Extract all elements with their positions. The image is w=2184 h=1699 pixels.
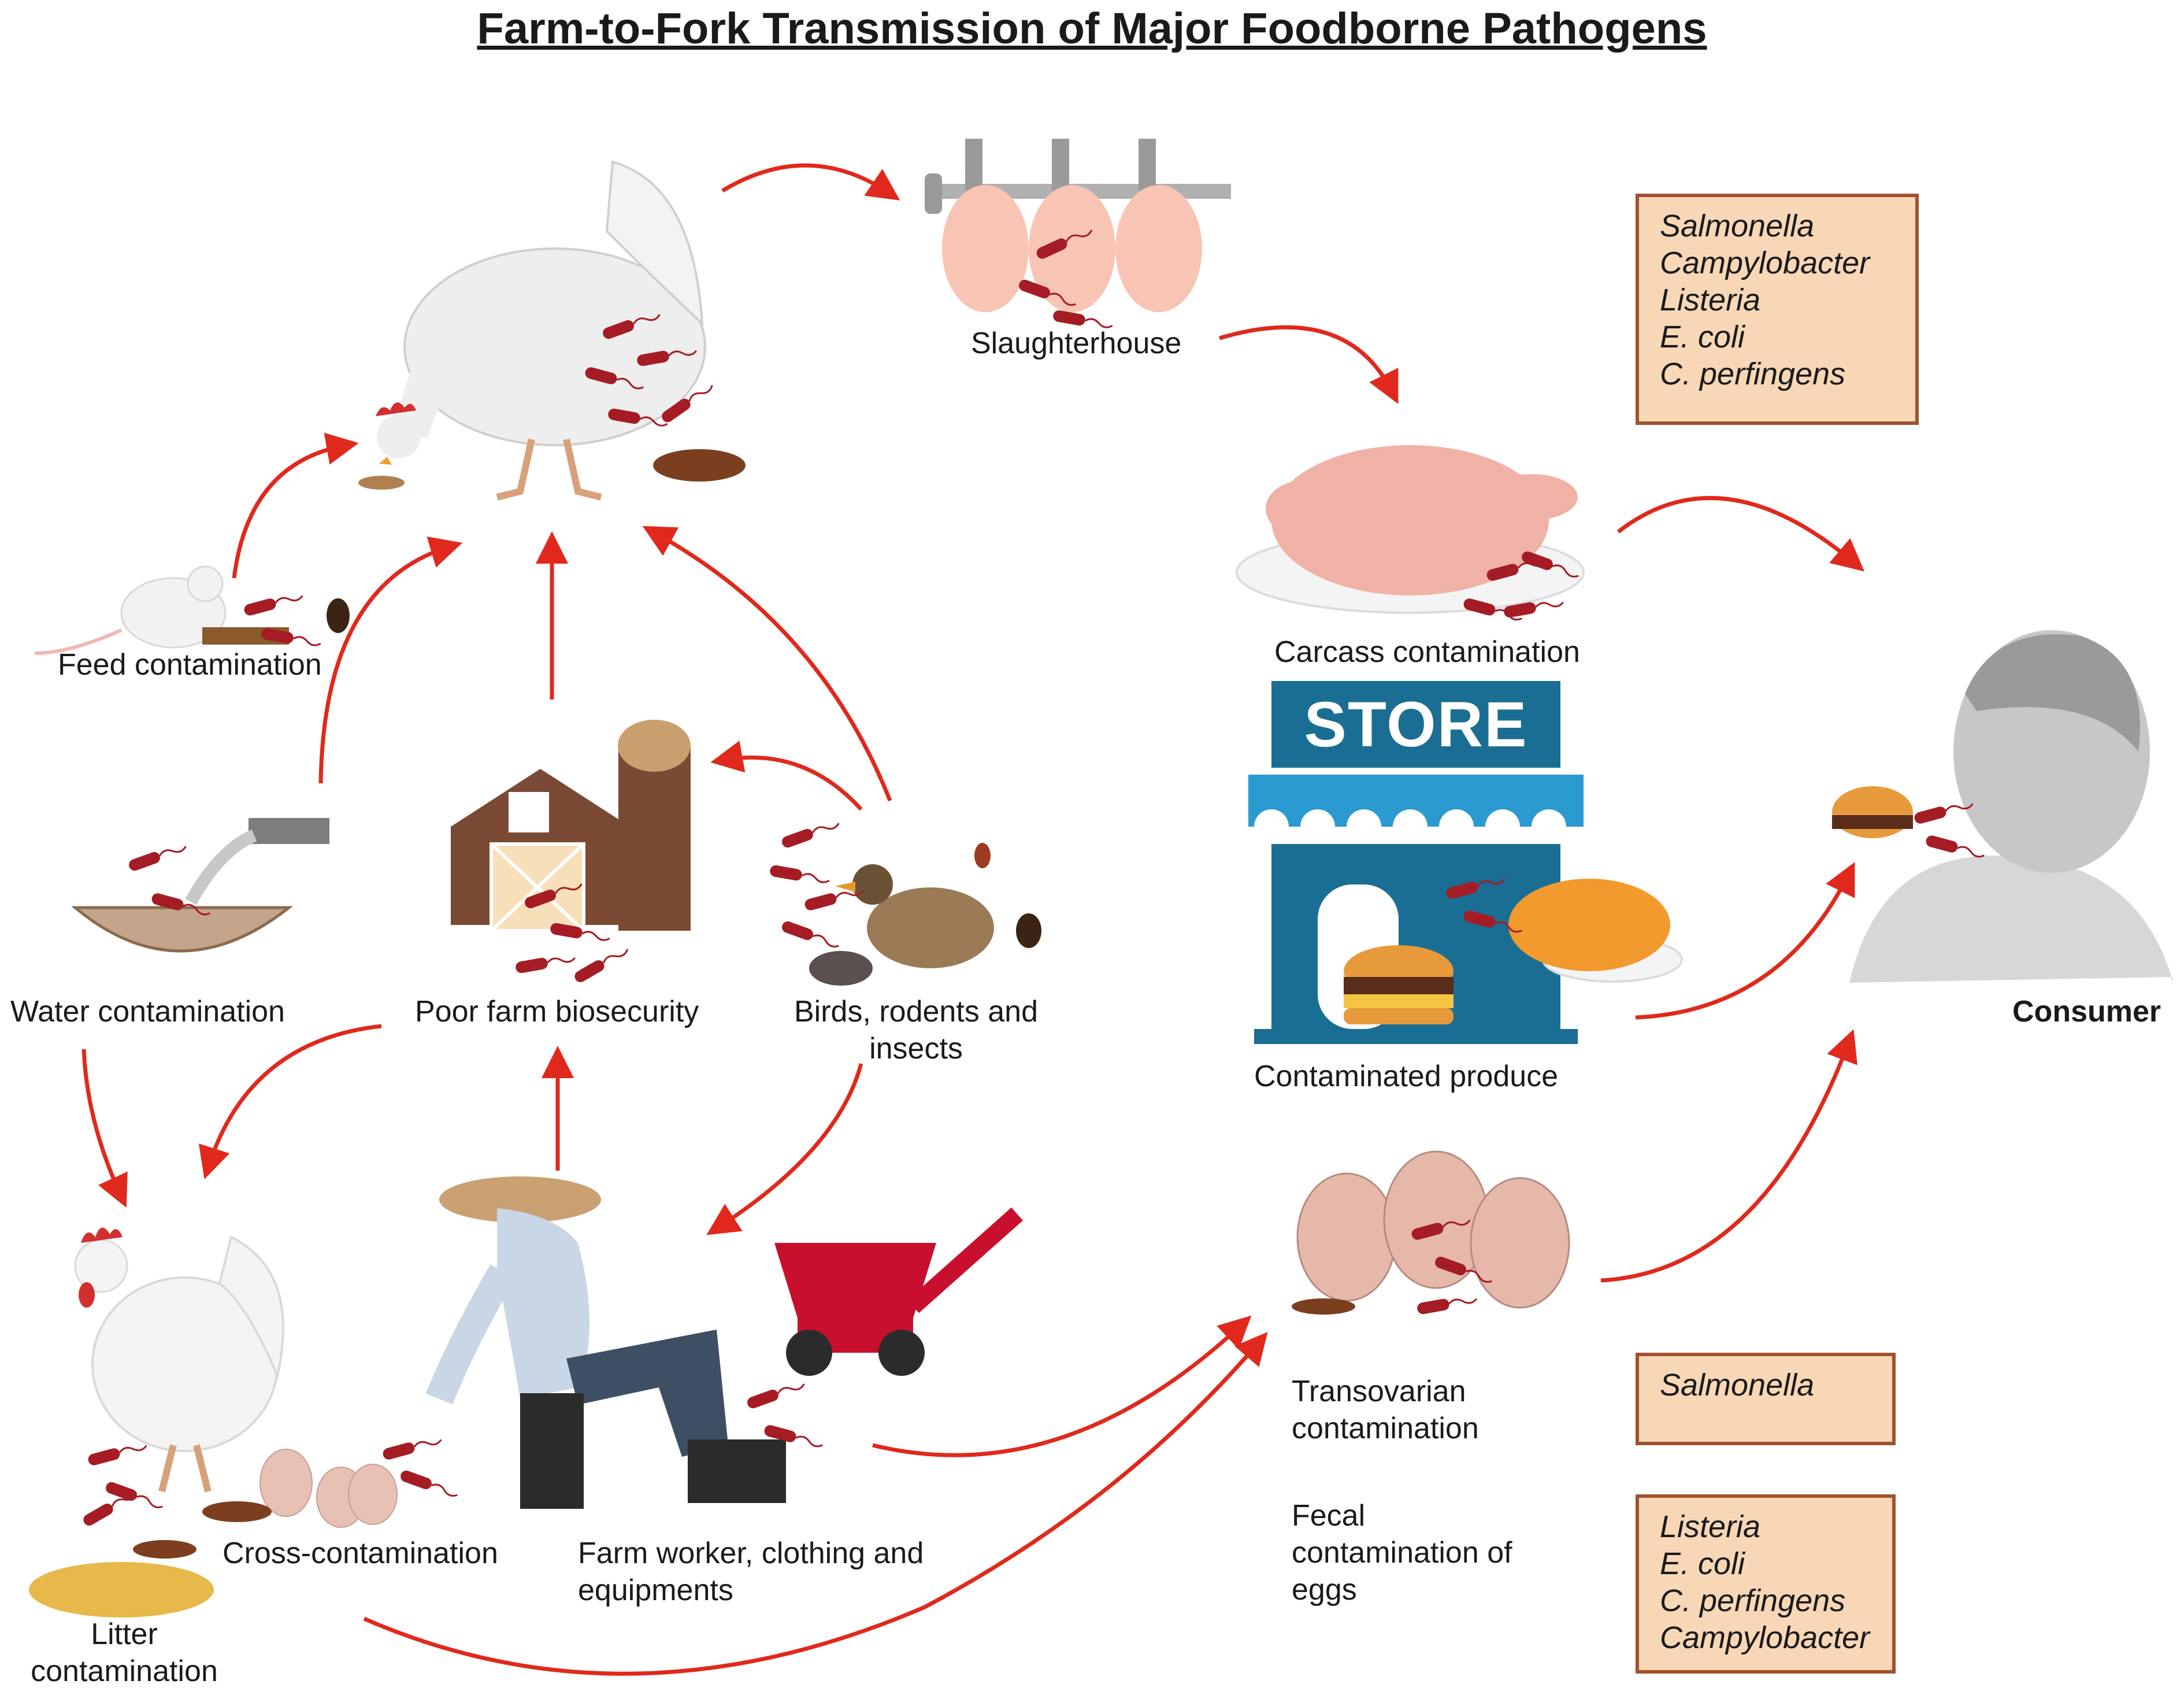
water-trough-illustration <box>71 818 329 953</box>
label-transovarian-contamination: Transovarian contamination <box>1292 1375 1479 1445</box>
label-birds-rodents-insects: Birds, rodents and insects <box>793 995 1039 1065</box>
arrow-water-to-rooster <box>81 1049 128 1208</box>
pathogen-item: Salmonella <box>1660 1368 1815 1402</box>
pathogen-item: C. perfingens <box>1660 1583 1846 1618</box>
arrow-litter-to-eggs <box>363 1332 1268 1676</box>
grain-cart-illustration <box>774 1207 1023 1376</box>
pathogen-item: Listeria <box>1660 1509 1761 1544</box>
arrow-eggs-to-consumer <box>1600 1029 1857 1283</box>
label-consumer: Consumer <box>2012 995 2161 1028</box>
barn-illustration <box>451 720 691 932</box>
diagram-title: Farm-to-Fork Transmission of Major Foodb… <box>477 4 1707 53</box>
arrow-birds-to-barn <box>710 741 863 811</box>
mouse-feed-illustration <box>34 565 350 655</box>
arrow-biosecurity-to-rooster <box>198 1024 382 1180</box>
pathogen-item: C. perfingens <box>1660 357 1846 391</box>
label-contaminated-produce: Contaminated produce <box>1254 1060 1559 1093</box>
label-poor-farm-biosecurity: Poor farm biosecurity <box>415 995 699 1028</box>
arrow-birds-to-hen <box>642 525 892 802</box>
label-cross-contamination: Cross-contamination <box>223 1537 498 1570</box>
label-farm-worker: Farm worker, clothing and equipments <box>578 1537 924 1607</box>
arrow-birds-to-worker <box>706 1063 863 1235</box>
label-litter-contamination: Litter contamination <box>31 1617 218 1688</box>
label-water-contamination: Water contamination <box>10 995 285 1028</box>
store-sign: STORE <box>1304 689 1528 760</box>
farm-worker-illustration <box>425 1176 786 1509</box>
pathogen-item: Listeria <box>1660 283 1761 317</box>
contaminated-eggs-illustration <box>1292 1150 1570 1315</box>
pathogen-item: Salmonella <box>1660 209 1815 243</box>
label-fecal-contamination: Fecal contamination of eggs <box>1292 1499 1512 1607</box>
label-carcass-contamination: Carcass contamination <box>1274 635 1580 669</box>
pathogen-box-transovarian: Salmonella <box>1636 1353 1896 1445</box>
arrow-hen-to-slaughterhouse <box>721 163 900 201</box>
hen-illustration <box>358 160 746 501</box>
rooster-illustration <box>29 1227 284 1617</box>
carcass-illustration <box>1236 445 1585 614</box>
flow-arrows <box>81 163 1865 1676</box>
arrow-equipment-to-eggs <box>872 1315 1252 1457</box>
consumer-illustration <box>1832 630 2173 983</box>
arrow-water-to-hen <box>318 536 463 784</box>
pathogen-item: E. coli <box>1660 1546 1745 1581</box>
pathogen-item: Campylobacter <box>1660 1620 1870 1655</box>
slaughterhouse-illustration <box>925 139 1231 312</box>
store-illustration <box>1248 681 1683 1044</box>
birds-rodents-insects-illustration <box>809 843 1041 986</box>
pathogen-box-carcass: Salmonella Campylobacter Listeria E. col… <box>1636 194 1919 425</box>
pathogen-item: Campylobacter <box>1660 246 1870 280</box>
arrow-feed-to-hen <box>232 432 359 579</box>
arrow-carcass-to-consumer <box>1616 496 1865 572</box>
pathogen-item: E. coli <box>1660 320 1745 354</box>
label-feed-contamination: Feed contamination <box>58 648 322 682</box>
floor-eggs-illustration <box>133 1449 398 1559</box>
label-slaughterhouse: Slaughterhouse <box>971 327 1182 360</box>
arrow-slaughterhouse-to-carcass <box>1219 325 1399 404</box>
pathogen-box-fecal: Listeria E. coli C. perfingens Campyloba… <box>1636 1494 1896 1674</box>
arrow-produce-to-consumer <box>1635 862 1855 1020</box>
